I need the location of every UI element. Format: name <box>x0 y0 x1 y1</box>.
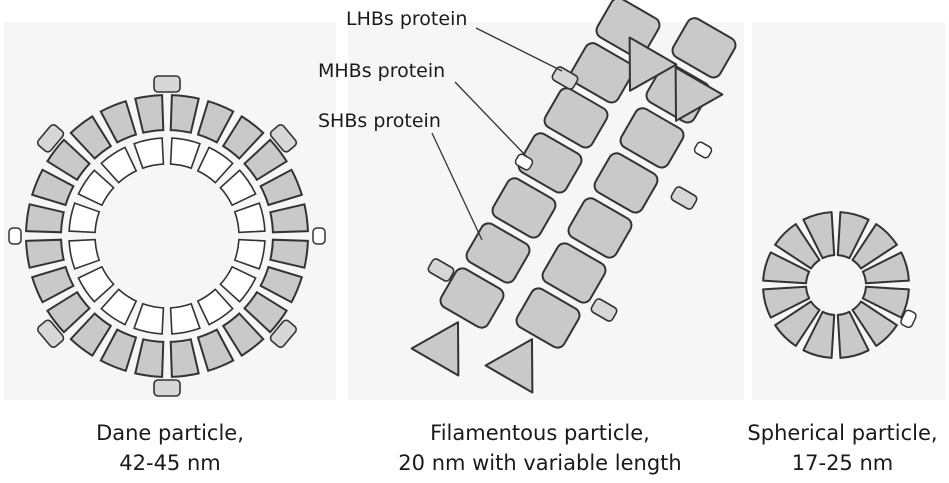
dane-envelope-protein <box>135 339 163 377</box>
dane-surface-protein <box>313 228 325 244</box>
filamentous-particle-size: 20 nm with variable length <box>370 448 710 478</box>
dane-core-subunit <box>198 289 233 324</box>
dane-envelope-protein <box>101 330 136 371</box>
shbs-protein-label: SHBs protein <box>318 110 441 132</box>
dane-envelope-protein <box>261 170 302 205</box>
dane-envelope-protein <box>198 101 233 142</box>
dane-envelope-protein <box>171 95 199 133</box>
mhbs-leader-line <box>455 82 527 157</box>
filamentous-particle-name: Filamentous particle, <box>370 418 710 448</box>
mhbs-protein-label: MHBs protein <box>318 60 445 82</box>
dane-envelope-protein <box>171 339 199 377</box>
dane-core-subunit <box>220 267 255 302</box>
filament-surface-protein <box>693 141 713 159</box>
dane-core-subunit <box>101 147 136 182</box>
dane-particle-size: 42-45 nm <box>70 448 270 478</box>
dane-envelope-protein <box>261 267 302 302</box>
spherical-particle-name: Spherical particle, <box>740 418 945 448</box>
dane-envelope-protein <box>135 95 163 133</box>
dane-core-subunit <box>78 170 113 205</box>
dane-envelope-protein <box>198 330 233 371</box>
dane-envelope-protein <box>32 267 73 302</box>
spherical-particle-caption: Spherical particle, 17-25 nm <box>740 418 945 478</box>
dane-particle-name: Dane particle, <box>70 418 270 448</box>
lhbs-protein-label: LHBs protein <box>346 8 467 30</box>
filamentous-particle-caption: Filamentous particle, 20 nm with variabl… <box>370 418 710 478</box>
dane-surface-protein <box>154 76 180 92</box>
spherical-particle <box>763 212 917 358</box>
dane-envelope-protein <box>32 170 73 205</box>
lhbs-leader-line <box>476 28 562 71</box>
filament-surface-protein <box>590 298 618 323</box>
dane-surface-protein <box>154 380 180 396</box>
dane-core-subunit <box>134 304 163 334</box>
dane-core-subunit <box>69 240 99 269</box>
dane-core-subunit <box>78 267 113 302</box>
dane-core-subunit <box>235 240 265 269</box>
dane-particle-caption: Dane particle, 42-45 nm <box>70 418 270 478</box>
dane-core-subunit <box>220 170 255 205</box>
shbs-leader-line <box>432 133 482 240</box>
dane-core-subunit <box>171 138 200 168</box>
filament-surface-protein <box>670 186 698 211</box>
dane-envelope-protein <box>26 204 64 232</box>
dane-core-subunit <box>235 203 265 232</box>
dane-core-subunit <box>198 147 233 182</box>
dane-surface-protein <box>9 228 21 244</box>
spherical-particle-size: 17-25 nm <box>740 448 945 478</box>
filamentous-particle <box>412 0 739 393</box>
dane-core-subunit <box>101 289 136 324</box>
dane-particle <box>9 76 325 396</box>
dane-envelope-protein <box>270 204 308 232</box>
dane-core-subunit <box>171 304 200 334</box>
dane-core-subunit <box>69 203 99 232</box>
dane-envelope-protein <box>270 240 308 268</box>
dane-envelope-protein <box>26 240 64 268</box>
dane-envelope-protein <box>101 101 136 142</box>
dane-core-subunit <box>134 138 163 168</box>
